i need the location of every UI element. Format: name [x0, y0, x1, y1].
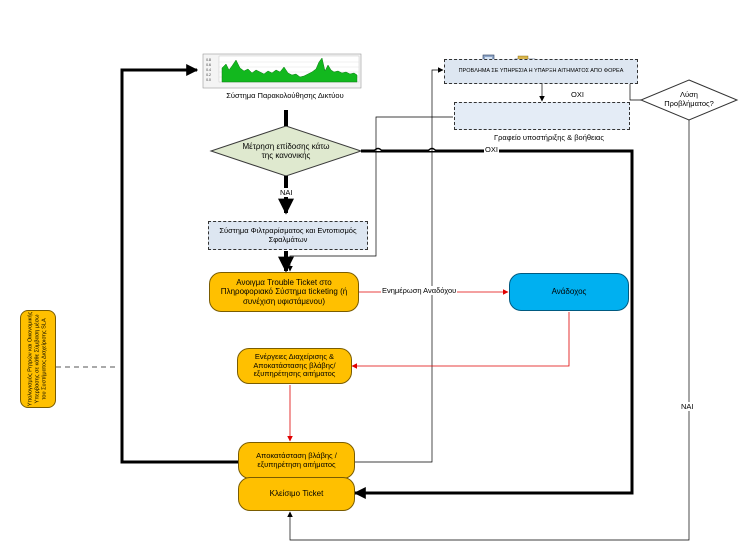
chart-axis-label-1: 0.6 — [206, 63, 211, 67]
decision-measure-text: Μέτρηση επίδοσης κάτω της κανονικής — [242, 141, 330, 160]
traffic-area — [221, 57, 358, 83]
edge-label-no-2: ΟΧΙ — [571, 90, 584, 99]
actions-box: Ενέργειες Διαχείρισης & Αποκατάστασης βλ… — [237, 348, 352, 384]
helpdesk-label: Γραφείο υποστήριξης & βοήθειας — [494, 133, 604, 142]
chart-axis-label-0: 0.8 — [206, 58, 211, 62]
sla-note-box: Υπολογισμός Ρητρών και Οικονομικής Υπερβ… — [20, 310, 56, 408]
flow-helpdesk-to-ticket — [287, 116, 453, 272]
edge-label-yes-2: ΝΑΙ — [680, 402, 695, 411]
chart-axis-label-4: 0.0 — [206, 78, 211, 82]
helpdesk-box — [454, 102, 630, 130]
filter-box: Σύστημα Φιλτραρίσματος και Εντοπισμός Σφ… — [208, 221, 368, 250]
flow-measure-no-to-close — [353, 149, 634, 499]
sla-note-text: Υπολογισμός Ρητρών και Οικονομικής Υπερβ… — [27, 311, 48, 407]
edge-label-no-1: ΟΧΙ — [484, 145, 499, 154]
close-ticket-box: Κλείσιμο Ticket — [238, 477, 355, 511]
network-monitor-chart: 0.8 0.6 0.4 0.2 0.0 — [202, 53, 362, 89]
edge-label-yes-1: ΝΑΙ — [279, 188, 294, 197]
restore-box: Αποκατάσταση βλάβης / εξυπηρέτηση αιτήμα… — [238, 442, 355, 479]
contractor-box: Ανάδοχος — [509, 273, 629, 311]
flow-solution-yes-to-close — [287, 120, 690, 541]
edge-label-contractor-update: Ενημέρωση Αναδόχου — [381, 286, 458, 295]
open-ticket-box: Ανοιγμα Trouble Ticket στο Πληροφοριακό … — [209, 272, 359, 312]
chart-axis-label-2: 0.4 — [206, 68, 211, 72]
chart-axis-label-3: 0.2 — [206, 73, 211, 77]
monitor-label: Σύστημα Παρακολούθησης Δικτύου — [226, 91, 344, 100]
problem-box: ΠΡΟΒΛΗΜΑ ΣΕ ΥΠΗΡΕΣΙΑ Η ΥΠΑΡΞΗ ΑΙΤΗΜΑΤΟΣ … — [444, 59, 638, 84]
flow-restore-to-monitor — [120, 64, 238, 464]
decision-solution-text: Λύση Προβλήματος? — [664, 90, 714, 108]
flow-contractor-to-actions — [351, 312, 570, 369]
flow-restore-to-problem — [355, 67, 444, 463]
